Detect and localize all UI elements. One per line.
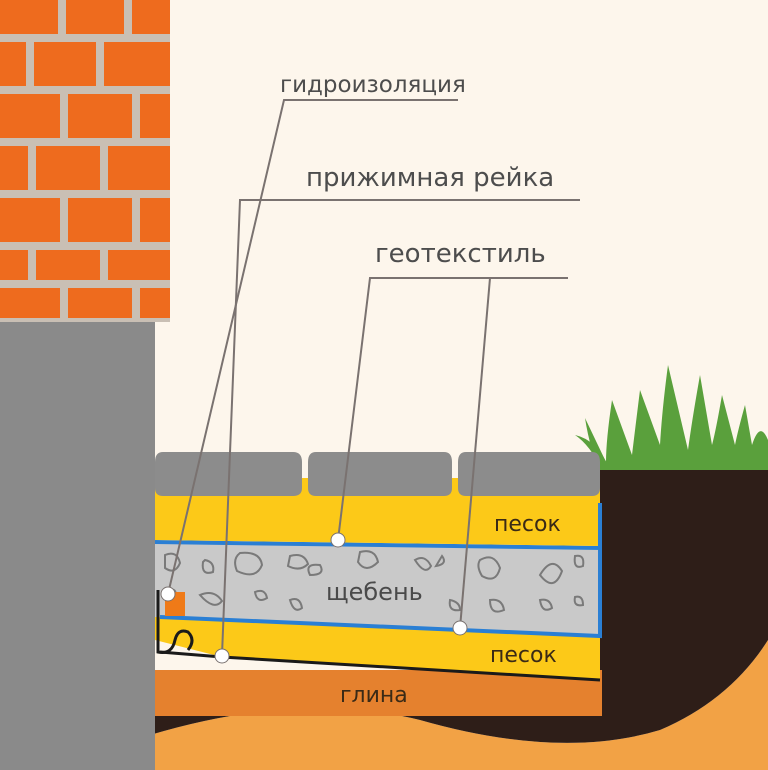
leader-geotextile-1: [337, 277, 568, 541]
clay-layer: [150, 670, 602, 716]
soil-layer: [150, 470, 768, 743]
leader-clamp-strip: [221, 199, 580, 656]
dot-clamp-strip: [214, 648, 230, 664]
label-geotextile: геотекстиль: [375, 239, 546, 269]
foundation-wall: [0, 318, 155, 770]
label-waterproofing: гидроизоляция: [280, 72, 466, 98]
dot-geotextile-top: [330, 532, 346, 548]
label-sand-top: песок: [494, 512, 561, 537]
dot-geotextile-bottom: [452, 620, 468, 636]
gravel-layer: [155, 542, 600, 636]
dot-waterproofing: [160, 586, 176, 602]
brick-wall: [0, 0, 170, 322]
paving-stones: [155, 452, 600, 496]
leader-dots: [160, 532, 468, 664]
label-gravel: щебень: [326, 578, 423, 606]
subsoil-layer: [150, 640, 768, 770]
leader-geotextile-2: [459, 277, 491, 629]
leader-lines: [167, 99, 580, 656]
label-clay: глина: [340, 683, 408, 708]
label-clamp-strip: прижимная рейка: [306, 163, 554, 193]
membrane-loop: [156, 590, 194, 654]
leader-waterproofing: [167, 99, 458, 595]
label-sand-bottom: песок: [490, 643, 557, 668]
